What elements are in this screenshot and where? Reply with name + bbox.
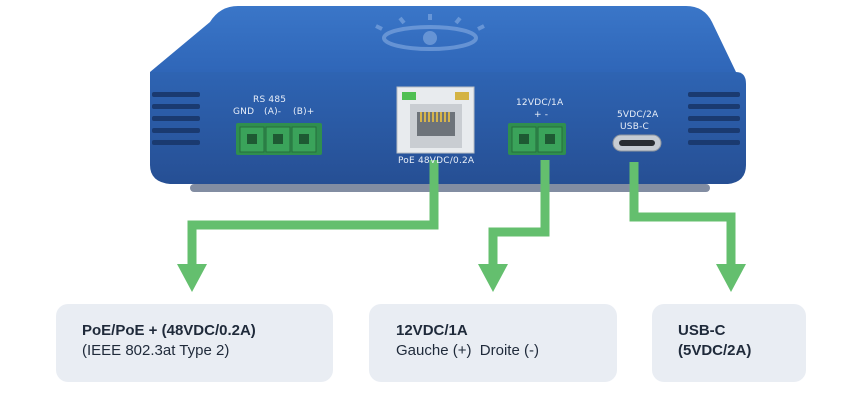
dc-card-title: 12VDC/1A bbox=[396, 322, 468, 339]
arrows bbox=[187, 160, 736, 268]
poe-card: PoE/PoE + (48VDC/0.2A) (IEEE 802.3at Typ… bbox=[56, 304, 333, 382]
poe-arrow-line bbox=[187, 160, 439, 268]
usb-card-title-line2: (5VDC/2A) bbox=[678, 342, 752, 359]
poe-card-title: PoE/PoE + (48VDC/0.2A) bbox=[82, 322, 256, 339]
rs485-terminal bbox=[236, 123, 322, 155]
usb-arrow-head bbox=[716, 264, 746, 292]
b-plus-label: (B)+ bbox=[293, 107, 315, 117]
dc-card-subtitle: Gauche (+) Droite (-) bbox=[396, 342, 539, 359]
usb-power-label: 5VDC/2A bbox=[617, 110, 659, 120]
dc-polarity-label: + - bbox=[534, 110, 549, 120]
rj45-port bbox=[396, 86, 475, 154]
dc-card: 12VDC/1A Gauche (+) Droite (-) bbox=[369, 304, 617, 382]
dc-terminal bbox=[508, 123, 566, 155]
rs485-label: RS 485 bbox=[253, 95, 287, 105]
usb-card: USB-C (5VDC/2A) bbox=[652, 304, 806, 382]
usb-card-title-line1: USB-C bbox=[678, 322, 726, 339]
right-vents bbox=[688, 92, 740, 145]
poe-arrow-head bbox=[177, 264, 207, 292]
left-vents bbox=[152, 92, 200, 145]
dc-label: 12VDC/1A bbox=[516, 98, 564, 108]
dc-arrow-line bbox=[488, 160, 550, 268]
usb-type-label: USB-C bbox=[620, 122, 650, 132]
usb-arrow-line bbox=[629, 162, 736, 268]
a-minus-label: (A)- bbox=[264, 107, 282, 117]
usb-c-port bbox=[612, 134, 662, 152]
poe-card-subtitle: (IEEE 802.3at Type 2) bbox=[82, 342, 230, 359]
dc-arrow-head bbox=[478, 264, 508, 292]
poe-label: PoE 48VDC/0.2A bbox=[398, 156, 475, 166]
device-top bbox=[150, 6, 736, 72]
gnd-label: GND bbox=[233, 107, 255, 117]
logo-icon bbox=[375, 14, 485, 51]
